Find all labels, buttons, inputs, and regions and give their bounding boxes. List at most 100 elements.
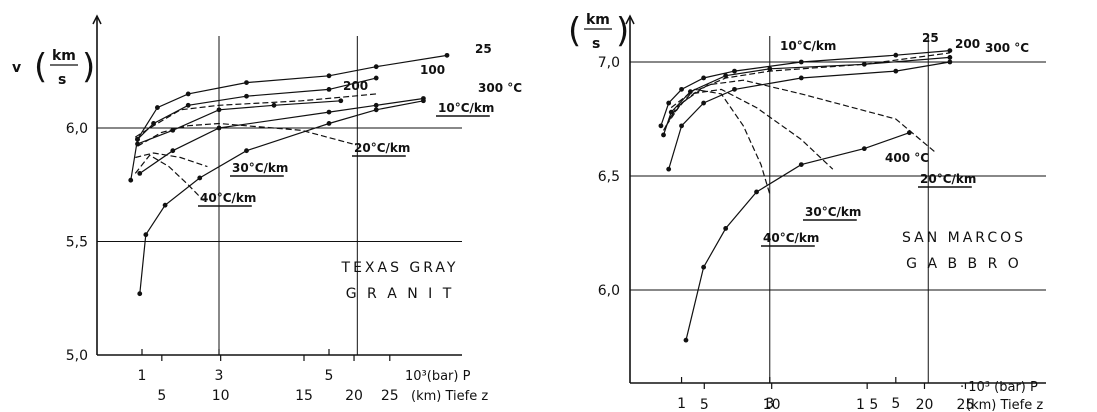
y-tick-label: 6,0 (66, 121, 88, 137)
x-axis-label-depth: (km) Tiefe z (966, 398, 1043, 412)
data-point (861, 146, 867, 152)
z-tick-label: 5 (700, 397, 709, 412)
data-point (947, 55, 953, 60)
y-unit-paren-left: ( (34, 47, 47, 87)
y-unit-denominator: s (58, 72, 66, 88)
data-point (326, 73, 332, 79)
isotherm-curve (130, 54, 448, 181)
data-point (732, 86, 737, 92)
z-tick-label: 20 (916, 397, 934, 412)
data-point (666, 100, 672, 106)
data-point (798, 162, 804, 168)
data-point (244, 80, 249, 85)
data-point (754, 189, 759, 195)
z-tick-label: 20 (345, 388, 363, 404)
data-point (244, 93, 249, 99)
data-point (893, 52, 899, 58)
data-point (861, 61, 867, 67)
p-tick-label: 1 (138, 368, 147, 384)
data-point (947, 59, 953, 65)
data-point (701, 264, 707, 270)
y-unit-numerator: km (586, 12, 610, 28)
data-point (668, 109, 674, 115)
x-axis-label-pressure: 10³(bar) P (405, 369, 471, 384)
data-point (661, 132, 666, 138)
panel-title-line: G A B B R O (906, 256, 1022, 272)
curve-label: 20°C/km (920, 172, 976, 186)
data-point (798, 75, 804, 81)
data-point (421, 98, 426, 104)
data-point (216, 125, 222, 131)
gradient-curve (670, 88, 771, 195)
y-axis-arrow (625, 14, 635, 25)
data-point (162, 202, 168, 208)
gradient-curve (134, 93, 377, 138)
y-unit-paren-right: ) (82, 47, 95, 87)
curve-label: 10°C/km (438, 101, 494, 115)
y-tick-label: 5,5 (66, 235, 88, 251)
data-point (679, 123, 684, 129)
p-tick-label: 3 (765, 396, 774, 412)
curve-label: 25 (922, 31, 939, 45)
data-point (687, 89, 693, 95)
y-tick-label: 6,0 (598, 283, 620, 299)
y-tick-label: 5,0 (66, 348, 88, 364)
y-unit-numerator: km (52, 48, 76, 64)
curve-label: 300 °C (985, 41, 1029, 55)
data-point (947, 48, 953, 53)
data-point (444, 52, 450, 58)
data-point (373, 64, 379, 70)
data-point (723, 73, 729, 79)
p-tick-label: 1 (677, 396, 686, 412)
data-point (128, 177, 134, 183)
z-tick-label: 10 (212, 388, 230, 404)
data-point (185, 102, 191, 108)
isotherm-curve (137, 100, 341, 145)
curve-label: 100 (420, 63, 445, 77)
curve-label: 30°C/km (805, 205, 861, 219)
gradient-curve (668, 88, 834, 170)
p-tick-label: 5 (325, 368, 334, 384)
data-point (701, 75, 707, 81)
panel-title-line: TEXAS GRAY (341, 260, 459, 276)
data-point (373, 75, 379, 81)
y-axis-arrow (92, 14, 102, 25)
z-tick-label: 5 (157, 388, 166, 404)
p-tick-label: 3 (215, 368, 224, 384)
isotherm-curve (137, 77, 377, 140)
data-point (679, 86, 684, 92)
curve-label: 30°C/km (232, 161, 288, 175)
isotherm-curve (139, 97, 424, 174)
y-tick-label: 6,5 (598, 169, 620, 185)
data-point (326, 109, 332, 115)
data-point (767, 66, 773, 72)
data-point (185, 91, 191, 97)
y-unit-paren-left: ( (568, 11, 581, 51)
curve-label: 10°C/km (780, 39, 836, 53)
z-tick-label: 15 (295, 388, 313, 404)
gradient-curve (662, 52, 950, 131)
curve-label: 300 °C (478, 81, 522, 95)
z-tick-label: 1 5 (856, 397, 878, 412)
data-point (373, 107, 379, 113)
z-tick-label: 25 (381, 388, 399, 404)
curve-label: 200 (343, 79, 368, 93)
isotherm-curve (139, 100, 424, 294)
data-point (170, 148, 176, 154)
data-point (326, 121, 332, 126)
data-point (271, 102, 277, 108)
z-tick-label: 25 (957, 397, 975, 412)
curve-label: 400 °C (885, 151, 929, 165)
data-point (683, 337, 689, 343)
data-point (338, 98, 344, 104)
x-axis-label-pressure: · 10³ (bar) P (960, 380, 1038, 395)
data-point (798, 59, 804, 65)
data-point (155, 105, 160, 110)
gradient-curve (137, 122, 353, 147)
data-point (893, 68, 899, 74)
curve-label: 25 (475, 42, 492, 56)
data-point (197, 175, 203, 181)
data-point (137, 171, 143, 176)
